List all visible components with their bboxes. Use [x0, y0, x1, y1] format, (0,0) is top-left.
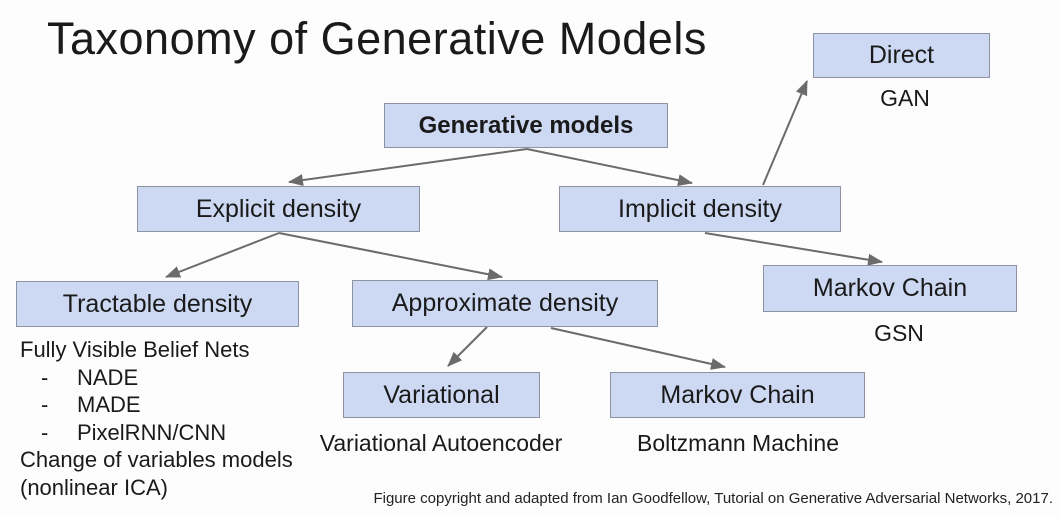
slide-title: Taxonomy of Generative Models: [47, 13, 707, 64]
note-line: - NADE: [20, 364, 293, 392]
note-line: - PixelRNN/CNN: [20, 419, 293, 447]
arrow-generative-to-explicit: [288, 148, 528, 187]
bullet-dash: -: [41, 392, 49, 417]
tractable-notes: Fully Visible Belief Nets-NADE-MADE-Pixe…: [20, 336, 293, 501]
bullet-dash: -: [41, 364, 49, 390]
node-approximate: Approximate density: [352, 280, 658, 327]
arrow-implicit-to-direct: [762, 80, 808, 186]
arrow-explicit-to-approximate: [278, 232, 503, 281]
note-line: Change of variables models: [20, 447, 293, 472]
node-tractable: Tractable density: [16, 281, 299, 327]
caption-gan: GAN: [880, 85, 930, 111]
caption-gsn: GSN: [874, 320, 924, 346]
note-line: - MADE: [20, 391, 293, 419]
arrow-explicit-to-tractable: [165, 232, 280, 278]
note-text: NADE: [77, 364, 139, 390]
arrow-implicit-to-markov-gsn: [704, 232, 883, 266]
node-variational: Variational: [343, 372, 540, 418]
node-generative: Generative models: [384, 103, 668, 148]
note-line: Fully Visible Belief Nets: [20, 337, 250, 362]
arrow-approximate-to-markov-bm: [550, 327, 726, 370]
figure-credit: Figure copyright and adapted from Ian Go…: [373, 490, 1053, 507]
note-text: PixelRNN/CNN: [77, 419, 227, 445]
node-implicit: Implicit density: [559, 186, 841, 232]
arrow-approximate-to-variational: [447, 326, 488, 367]
node-markov-gsn: Markov Chain: [763, 265, 1017, 312]
node-direct: Direct: [813, 33, 990, 78]
caption-boltzmann: Boltzmann Machine: [637, 430, 839, 456]
node-markov-bm: Markov Chain: [610, 372, 865, 418]
caption-vae: Variational Autoencoder: [319, 430, 563, 456]
bullet-dash: -: [41, 419, 49, 445]
note-text: MADE: [77, 392, 141, 417]
note-line: (nonlinear ICA): [20, 474, 168, 500]
node-explicit: Explicit density: [137, 186, 420, 232]
arrow-generative-to-implicit: [526, 148, 693, 187]
